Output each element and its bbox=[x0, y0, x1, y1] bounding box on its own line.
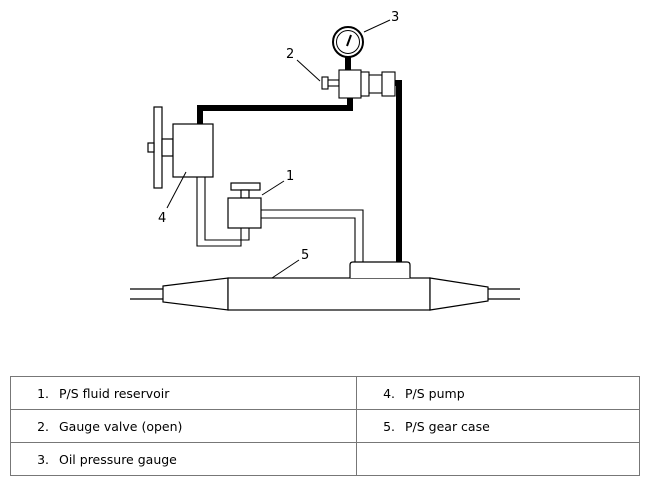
legend-row: 3. Oil pressure gauge bbox=[10, 442, 640, 476]
callout-3: 3 bbox=[391, 10, 399, 25]
gear-case bbox=[130, 261, 520, 311]
fluid-reservoir bbox=[227, 182, 262, 229]
legend-row: 1. P/S fluid reservoir 4. P/S pump bbox=[10, 376, 640, 410]
legend-label: P/S gear case bbox=[405, 418, 490, 434]
legend-number: 2. bbox=[37, 418, 49, 434]
legend-label: Gauge valve (open) bbox=[59, 418, 183, 434]
pressure-gauge-icon bbox=[332, 26, 364, 58]
legend-label: P/S fluid reservoir bbox=[59, 385, 170, 401]
legend-number: 1. bbox=[37, 385, 49, 401]
legend-cell-empty bbox=[356, 442, 640, 476]
return-hoses bbox=[196, 177, 364, 262]
legend-label: Oil pressure gauge bbox=[59, 451, 177, 467]
pressure-test-diagram: 1 2 3 4 5 bbox=[130, 10, 520, 311]
legend-cell: 5. P/S gear case bbox=[356, 409, 640, 443]
legend-cell: 4. P/S pump bbox=[356, 376, 640, 410]
callout-5: 5 bbox=[301, 248, 309, 263]
callout-4: 4 bbox=[158, 211, 166, 226]
ps-pump bbox=[147, 106, 214, 189]
legend-table: 1. P/S fluid reservoir 4. P/S pump 2. Gauge… bbox=[10, 376, 640, 476]
legend-cell: 1. P/S fluid reservoir bbox=[10, 376, 357, 410]
callout-2: 2 bbox=[286, 47, 294, 62]
legend-number: 5. bbox=[383, 418, 395, 434]
legend-number: 4. bbox=[383, 385, 395, 401]
leader-lines bbox=[166, 19, 391, 279]
legend-row: 2. Gauge valve (open) 5. P/S gear case bbox=[10, 409, 640, 443]
callout-1: 1 bbox=[286, 169, 294, 184]
gauge-valve bbox=[321, 69, 396, 99]
legend-cell: 3. Oil pressure gauge bbox=[10, 442, 357, 476]
legend-cell: 2. Gauge valve (open) bbox=[10, 409, 357, 443]
legend-label: P/S pump bbox=[405, 385, 465, 401]
legend-number: 3. bbox=[37, 451, 49, 467]
